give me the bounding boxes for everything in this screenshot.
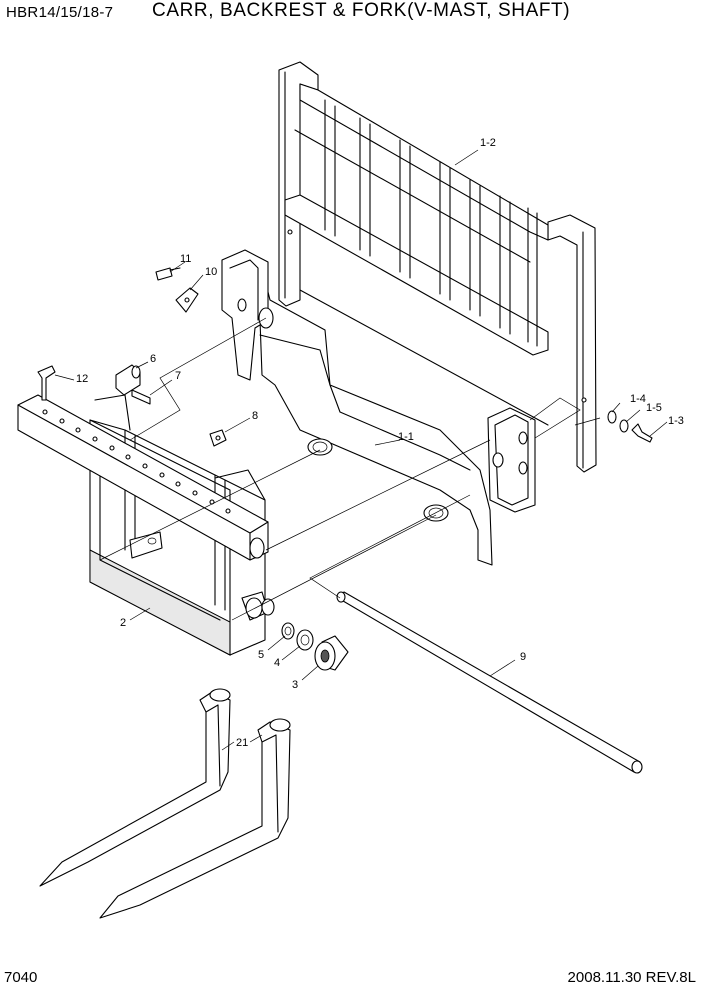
callout-7: 7 — [175, 370, 181, 382]
callout-labels: 1-2 1-1 1-4 1-5 1-3 11 10 6 7 12 8 2 9 5… — [76, 137, 684, 749]
callout-5: 5 — [258, 649, 264, 661]
revision-date: 2008.11.30 REV.8L — [567, 969, 696, 986]
callout-1-5: 1-5 — [646, 402, 662, 414]
washers-bolt-1-3-1-4-1-5 — [607, 410, 653, 443]
screw-11 — [155, 267, 181, 281]
callout-8: 8 — [252, 410, 258, 422]
carriage-plate — [221, 249, 536, 566]
backrest-frame — [278, 61, 597, 473]
fork-left — [39, 688, 231, 887]
callout-1-1: 1-1 — [398, 431, 414, 443]
hook-bar-holes — [42, 409, 231, 514]
carriage-body — [17, 394, 275, 656]
pin-7 — [131, 389, 151, 405]
page-number: 7040 — [4, 969, 38, 986]
callout-12: 12 — [76, 373, 88, 385]
leader-lines — [54, 149, 668, 751]
callout-1-2: 1-2 — [480, 137, 496, 149]
shaft-9 — [336, 591, 643, 774]
callout-1-3: 1-3 — [668, 415, 684, 427]
callout-2: 2 — [120, 617, 126, 629]
model-number: HBR14/15/18-7 — [6, 4, 114, 21]
callout-3: 3 — [292, 679, 298, 691]
callout-21: 21 — [236, 737, 248, 749]
spacer-washer-roller — [281, 622, 349, 671]
page-title: CARR, BACKREST & FORK(V-MAST, SHAFT) — [152, 0, 571, 21]
callout-1-4: 1-4 — [630, 393, 646, 405]
assembly-guide-lines — [99, 317, 601, 621]
callout-4: 4 — [274, 657, 280, 669]
cover-10 — [175, 287, 199, 313]
fork-right — [99, 718, 291, 919]
callout-10: 10 — [205, 266, 217, 278]
callout-6: 6 — [150, 353, 156, 365]
nut-8 — [209, 429, 227, 447]
pin-12 — [37, 365, 56, 401]
bushing-6 — [115, 364, 141, 396]
callout-11: 11 — [180, 253, 191, 265]
callout-9: 9 — [520, 651, 526, 663]
